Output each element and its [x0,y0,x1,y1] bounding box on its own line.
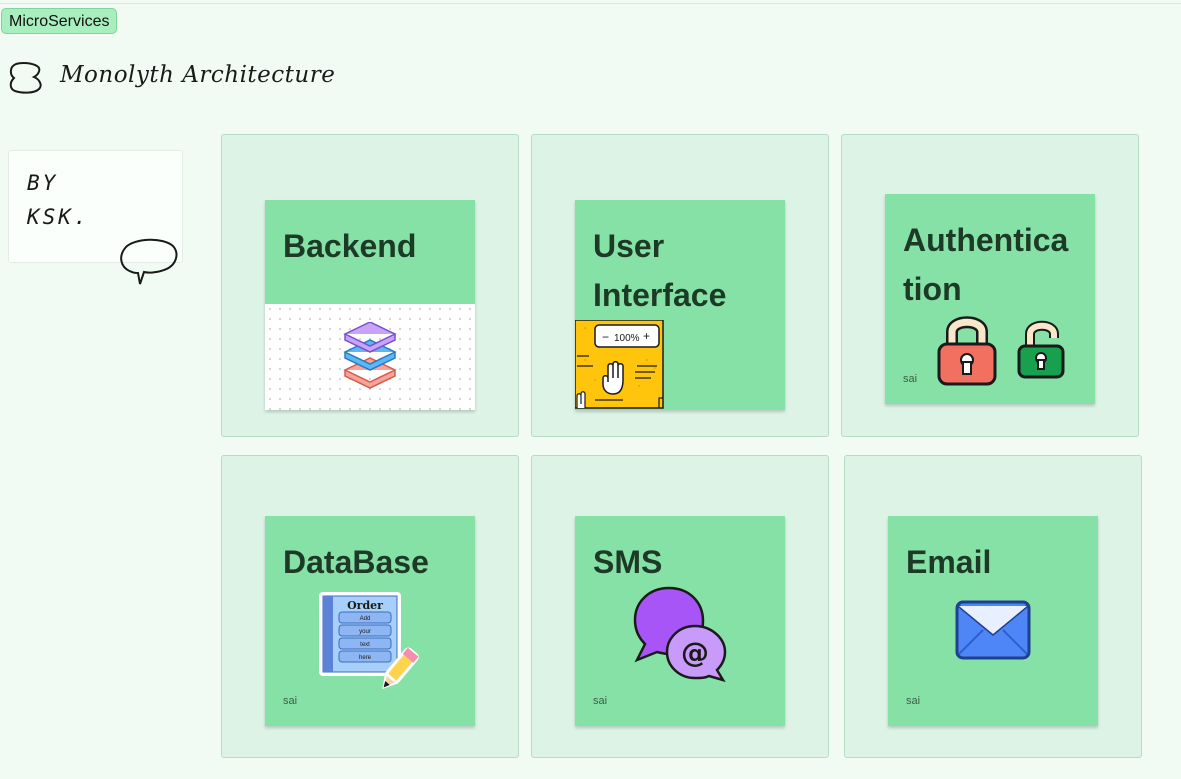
sticky-email[interactable]: Email sai [888,516,1098,726]
cell-database[interactable]: DataBase Order Add your text here [221,455,519,758]
board-heading[interactable]: Monolyth Architecture [8,60,348,96]
sticky-author: sai [906,695,921,707]
cell-backend[interactable]: Backend [221,134,519,437]
sticky-title: Backend [283,228,417,264]
layers-stack-icon [343,322,397,389]
cell-email[interactable]: Email sai [844,455,1142,758]
sticky-authentication[interactable]: Authentica tion sai [885,194,1095,404]
sticky-author: sai [283,695,298,707]
zoom-hand-icon: − 100% + [575,320,664,409]
envelope-icon [955,600,1031,660]
zoom-label: 100% [614,333,640,344]
zoom-minus: − [602,330,609,344]
note-line-1: BY [27,171,59,195]
note-line-2: KSK. [27,205,90,229]
order-form-icon: Order Add your text here [319,592,419,690]
cell-sms[interactable]: SMS @ sai [531,455,829,758]
cell-authentication[interactable]: Authentica tion sai [841,134,1139,437]
sticky-author: sai [593,695,608,707]
speech-bubble-drawing-icon[interactable] [118,236,180,288]
sticky-backend[interactable]: Backend [265,200,475,410]
top-divider [0,3,1181,4]
sticky-user-interface[interactable]: User Interface − 100% + [575,200,785,410]
form-title: Order [347,599,383,612]
heading-text: Monolyth Architecture [60,62,336,88]
sticky-note-by-ksk[interactable]: BY KSK. [8,150,183,263]
sticky-title: Authentica tion [903,222,1069,307]
section-label[interactable]: MicroServices [1,8,118,34]
at-symbol: @ [681,636,709,669]
dot-grid-image [265,304,475,410]
sticky-author: sai [903,373,918,385]
form-row: text [360,642,370,648]
sticky-sms[interactable]: SMS @ sai [575,516,785,726]
form-row: your [359,629,371,635]
sticky-title: User Interface [593,228,727,313]
sticky-title: DataBase [283,544,429,580]
blob-shape-icon [9,61,42,94]
cell-user-interface[interactable]: User Interface − 100% + [531,134,829,437]
form-row: Add [360,616,371,622]
sticky-title: Email [906,544,992,580]
sticky-title: SMS [593,544,663,580]
padlock-open-icon [1017,320,1065,379]
padlock-closed-icon [937,316,997,386]
sticky-database[interactable]: DataBase Order Add your text here [265,516,475,726]
zoom-plus: + [643,329,650,343]
chat-bubble-at-icon: @ [633,586,727,683]
form-row: here [359,655,372,661]
